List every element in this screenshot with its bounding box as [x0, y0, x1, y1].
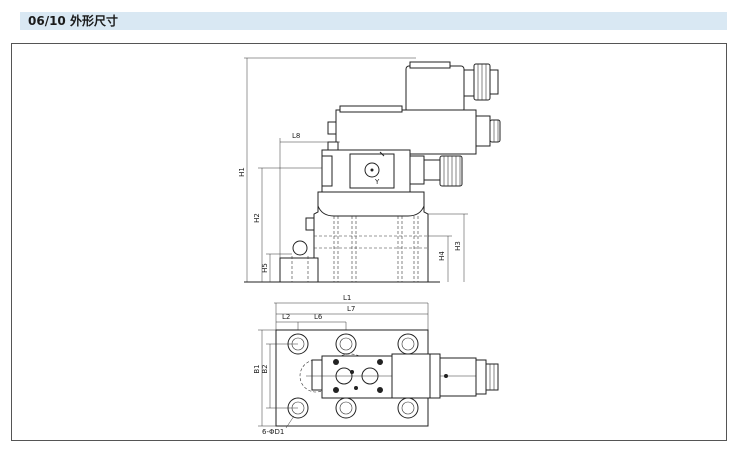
front-view: H1 Y L8: [238, 57, 501, 283]
dim-l7: L7: [347, 305, 355, 313]
port-label-y: Y: [374, 178, 380, 186]
dim-h4: H4: [438, 251, 446, 261]
top-view: L1 L7 L2 L6: [253, 294, 499, 436]
section-title: 06/10 外形尺寸: [20, 12, 727, 30]
dim-l1: L1: [343, 294, 351, 302]
dim-l8: L8: [292, 132, 300, 140]
dim-l6: L6: [314, 313, 323, 321]
dim-b2: B2: [261, 364, 269, 373]
dim-h1: H1: [238, 167, 246, 177]
dim-h5: H5: [261, 263, 269, 273]
dim-b1: B1: [253, 364, 261, 373]
dim-l2: L2: [282, 313, 290, 321]
dim-d1: 6-ΦD1: [262, 428, 284, 436]
dim-h3: H3: [454, 241, 462, 251]
dim-h2: H2: [253, 213, 261, 223]
